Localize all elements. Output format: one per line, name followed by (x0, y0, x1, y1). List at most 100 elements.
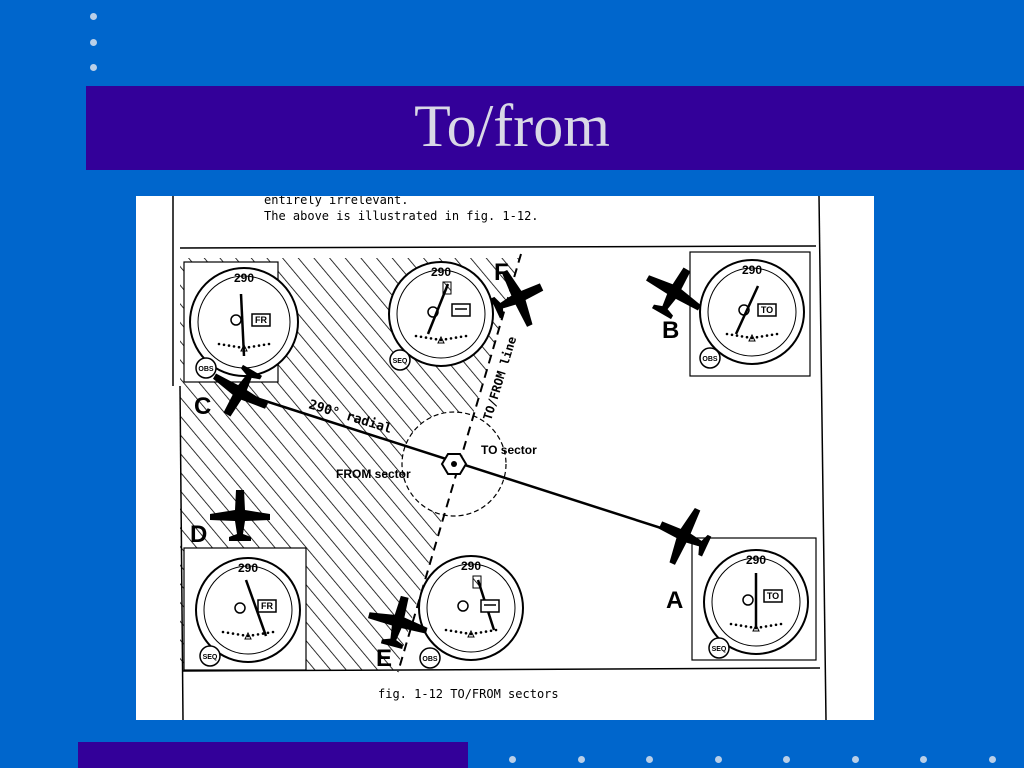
deviation-dot (745, 335, 749, 339)
deviation-dot (744, 625, 748, 628)
deviation-dot (444, 628, 448, 632)
deviation-dot (231, 632, 235, 635)
vor-dial-inner (203, 565, 293, 655)
page-edge (818, 196, 827, 720)
vor-dial (195, 557, 301, 663)
deviation-dot (266, 631, 270, 635)
deviation-dot (271, 630, 275, 634)
deviation-dot (729, 622, 733, 626)
to-from-flag (257, 599, 277, 613)
vor-station-center (451, 461, 457, 467)
decor-dot (920, 756, 927, 763)
intro-text-1: entirely irrelevant. (264, 196, 409, 207)
to-sector-label: TO sector (481, 443, 537, 457)
deviation-dot (725, 332, 729, 336)
radial-line (255, 396, 687, 538)
deviation-dot (739, 624, 743, 627)
deviation-dot (769, 624, 773, 627)
panel-top-border (179, 245, 817, 249)
decor-dot (851, 756, 859, 763)
deviation-dot (419, 335, 423, 339)
deviation-dot (252, 345, 256, 348)
cdi-needle (239, 293, 246, 357)
deviation-dot (414, 334, 418, 338)
deviation-dot (489, 629, 493, 633)
to-from-flag (757, 303, 777, 317)
decor-dot (577, 756, 585, 763)
knob-label: OBS (422, 656, 438, 663)
off-flag-icon (442, 281, 452, 295)
deviation-dot (449, 337, 453, 340)
aircraft-letter: B (662, 317, 679, 344)
deviation-dot (454, 630, 458, 633)
to-from-flag (763, 589, 783, 603)
decor-dot (783, 756, 790, 763)
deviation-dot (760, 335, 764, 338)
decor-dot (90, 64, 97, 71)
to-from-flag (451, 303, 471, 317)
deviation-dot (764, 625, 768, 628)
aircraft-letter: E (376, 645, 392, 672)
course-index-icon (752, 623, 760, 632)
deviation-dot (755, 335, 759, 339)
deviation-dot (256, 633, 260, 636)
dial-center-icon (230, 314, 242, 326)
deviation-dot (730, 333, 734, 337)
vor-dial (418, 555, 524, 661)
intro-text-2: The above is illustrated in fig. 1-12. (264, 209, 539, 223)
heading-value: 290 (234, 271, 254, 285)
deviation-dot (449, 629, 453, 633)
aircraft-letter: C (194, 393, 211, 420)
flag-text: TO (761, 305, 773, 315)
deviation-dot (232, 345, 236, 348)
deviation-dot (236, 633, 240, 636)
flag-text: FR (261, 601, 273, 611)
decor-dot (509, 756, 516, 763)
deviation-dot (251, 633, 255, 637)
title-bar (86, 86, 1024, 170)
deviation-dot (227, 344, 231, 347)
deviation-dot (775, 332, 779, 336)
heading-value: 290 (431, 265, 451, 279)
knob-label: SEQ (712, 646, 727, 653)
deviation-dot (779, 622, 783, 626)
decor-dot (90, 39, 97, 46)
obs-knob-icon (708, 637, 730, 659)
deviation-dot (735, 334, 739, 337)
flag-text: FR (255, 315, 267, 325)
deviation-dot (444, 337, 448, 341)
deviation-dot (257, 344, 261, 347)
deviation-dot (454, 336, 458, 339)
vor-dial-inner (426, 563, 516, 653)
deviation-dot (222, 343, 226, 347)
vor-diagram: entirely irrelevant. The above is illust… (172, 196, 827, 720)
deviation-dot (429, 337, 433, 340)
heading-value: 290 (746, 553, 766, 567)
course-index-icon (244, 631, 252, 640)
deviation-dot (221, 630, 225, 634)
knob-label: SEQ (393, 358, 408, 365)
deviation-dot (774, 623, 778, 627)
decor-dot (90, 13, 97, 20)
deviation-dot (479, 631, 483, 634)
decor-dot (988, 756, 996, 763)
to-from-flag (480, 599, 500, 613)
knob-label: SEQ (203, 654, 218, 661)
heading-value: 290 (461, 559, 481, 573)
deviation-dot (740, 335, 744, 338)
dial-center-icon (742, 594, 754, 606)
deviation-dot (226, 631, 230, 635)
deviation-dot (237, 345, 241, 349)
decor-dot (646, 756, 653, 763)
vor-dial-inner (707, 267, 797, 357)
figure-caption: fig. 1-12 TO/FROM sectors (378, 687, 559, 701)
heading-value: 290 (742, 263, 762, 277)
knob-label: OBS (702, 356, 718, 363)
course-index-icon (437, 335, 445, 344)
from-sector-label: FROM sector (336, 467, 411, 481)
aircraft-letter: A (666, 587, 683, 614)
deviation-dot (459, 631, 463, 634)
vor-dial (189, 267, 299, 377)
